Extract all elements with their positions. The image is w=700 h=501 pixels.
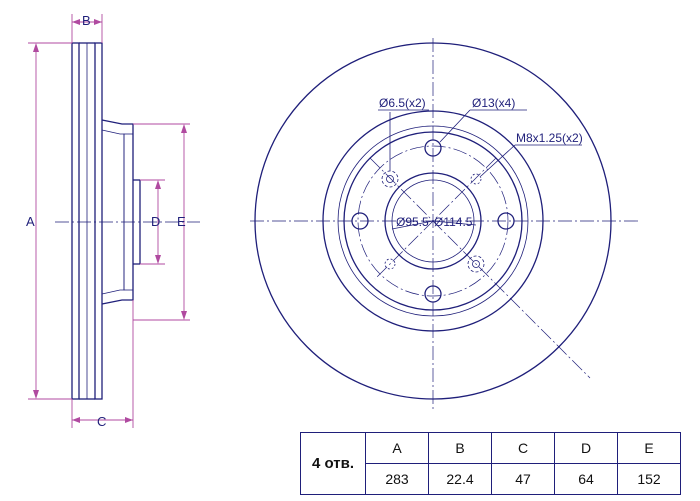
header-a: A xyxy=(365,432,429,464)
value-a: 283 xyxy=(365,463,429,495)
table-value-row: 283 22.4 47 64 152 xyxy=(301,463,681,495)
note-thread: M8x1.25(x2) xyxy=(516,131,583,145)
value-d: 64 xyxy=(554,463,618,495)
value-b: 22.4 xyxy=(428,463,492,495)
side-section-view xyxy=(55,42,200,400)
value-c: 47 xyxy=(491,463,555,495)
dim-label-d: D xyxy=(151,214,160,229)
dim-label-a: A xyxy=(26,214,35,229)
front-view xyxy=(250,38,640,410)
dim-label-c: C xyxy=(97,414,106,429)
brake-disc-drawing: A B C D E Ø6.5(x2) Ø13(x4) M8x1.25(x2) Ø… xyxy=(26,13,640,429)
note-large-hole: Ø13(x4) xyxy=(472,96,515,110)
header-e: E xyxy=(617,432,681,464)
dim-label-e: E xyxy=(177,214,186,229)
note-bore: Ø95.5 xyxy=(396,215,429,229)
value-e: 152 xyxy=(617,463,681,495)
table-header-row: 4 отв. A B C D E xyxy=(300,432,681,495)
note-pcd: Ø114.5 xyxy=(434,215,473,229)
note-small-hole: Ø6.5(x2) xyxy=(379,96,426,110)
header-b: B xyxy=(428,432,492,464)
dim-label-b: B xyxy=(82,13,91,28)
header-c: C xyxy=(491,432,555,464)
header-d: D xyxy=(554,432,618,464)
spec-table: 4 отв. A B C D E 283 22.4 47 64 152 xyxy=(300,432,681,495)
dimension-lines xyxy=(28,14,190,428)
holes-count: 4 отв. xyxy=(300,432,366,495)
